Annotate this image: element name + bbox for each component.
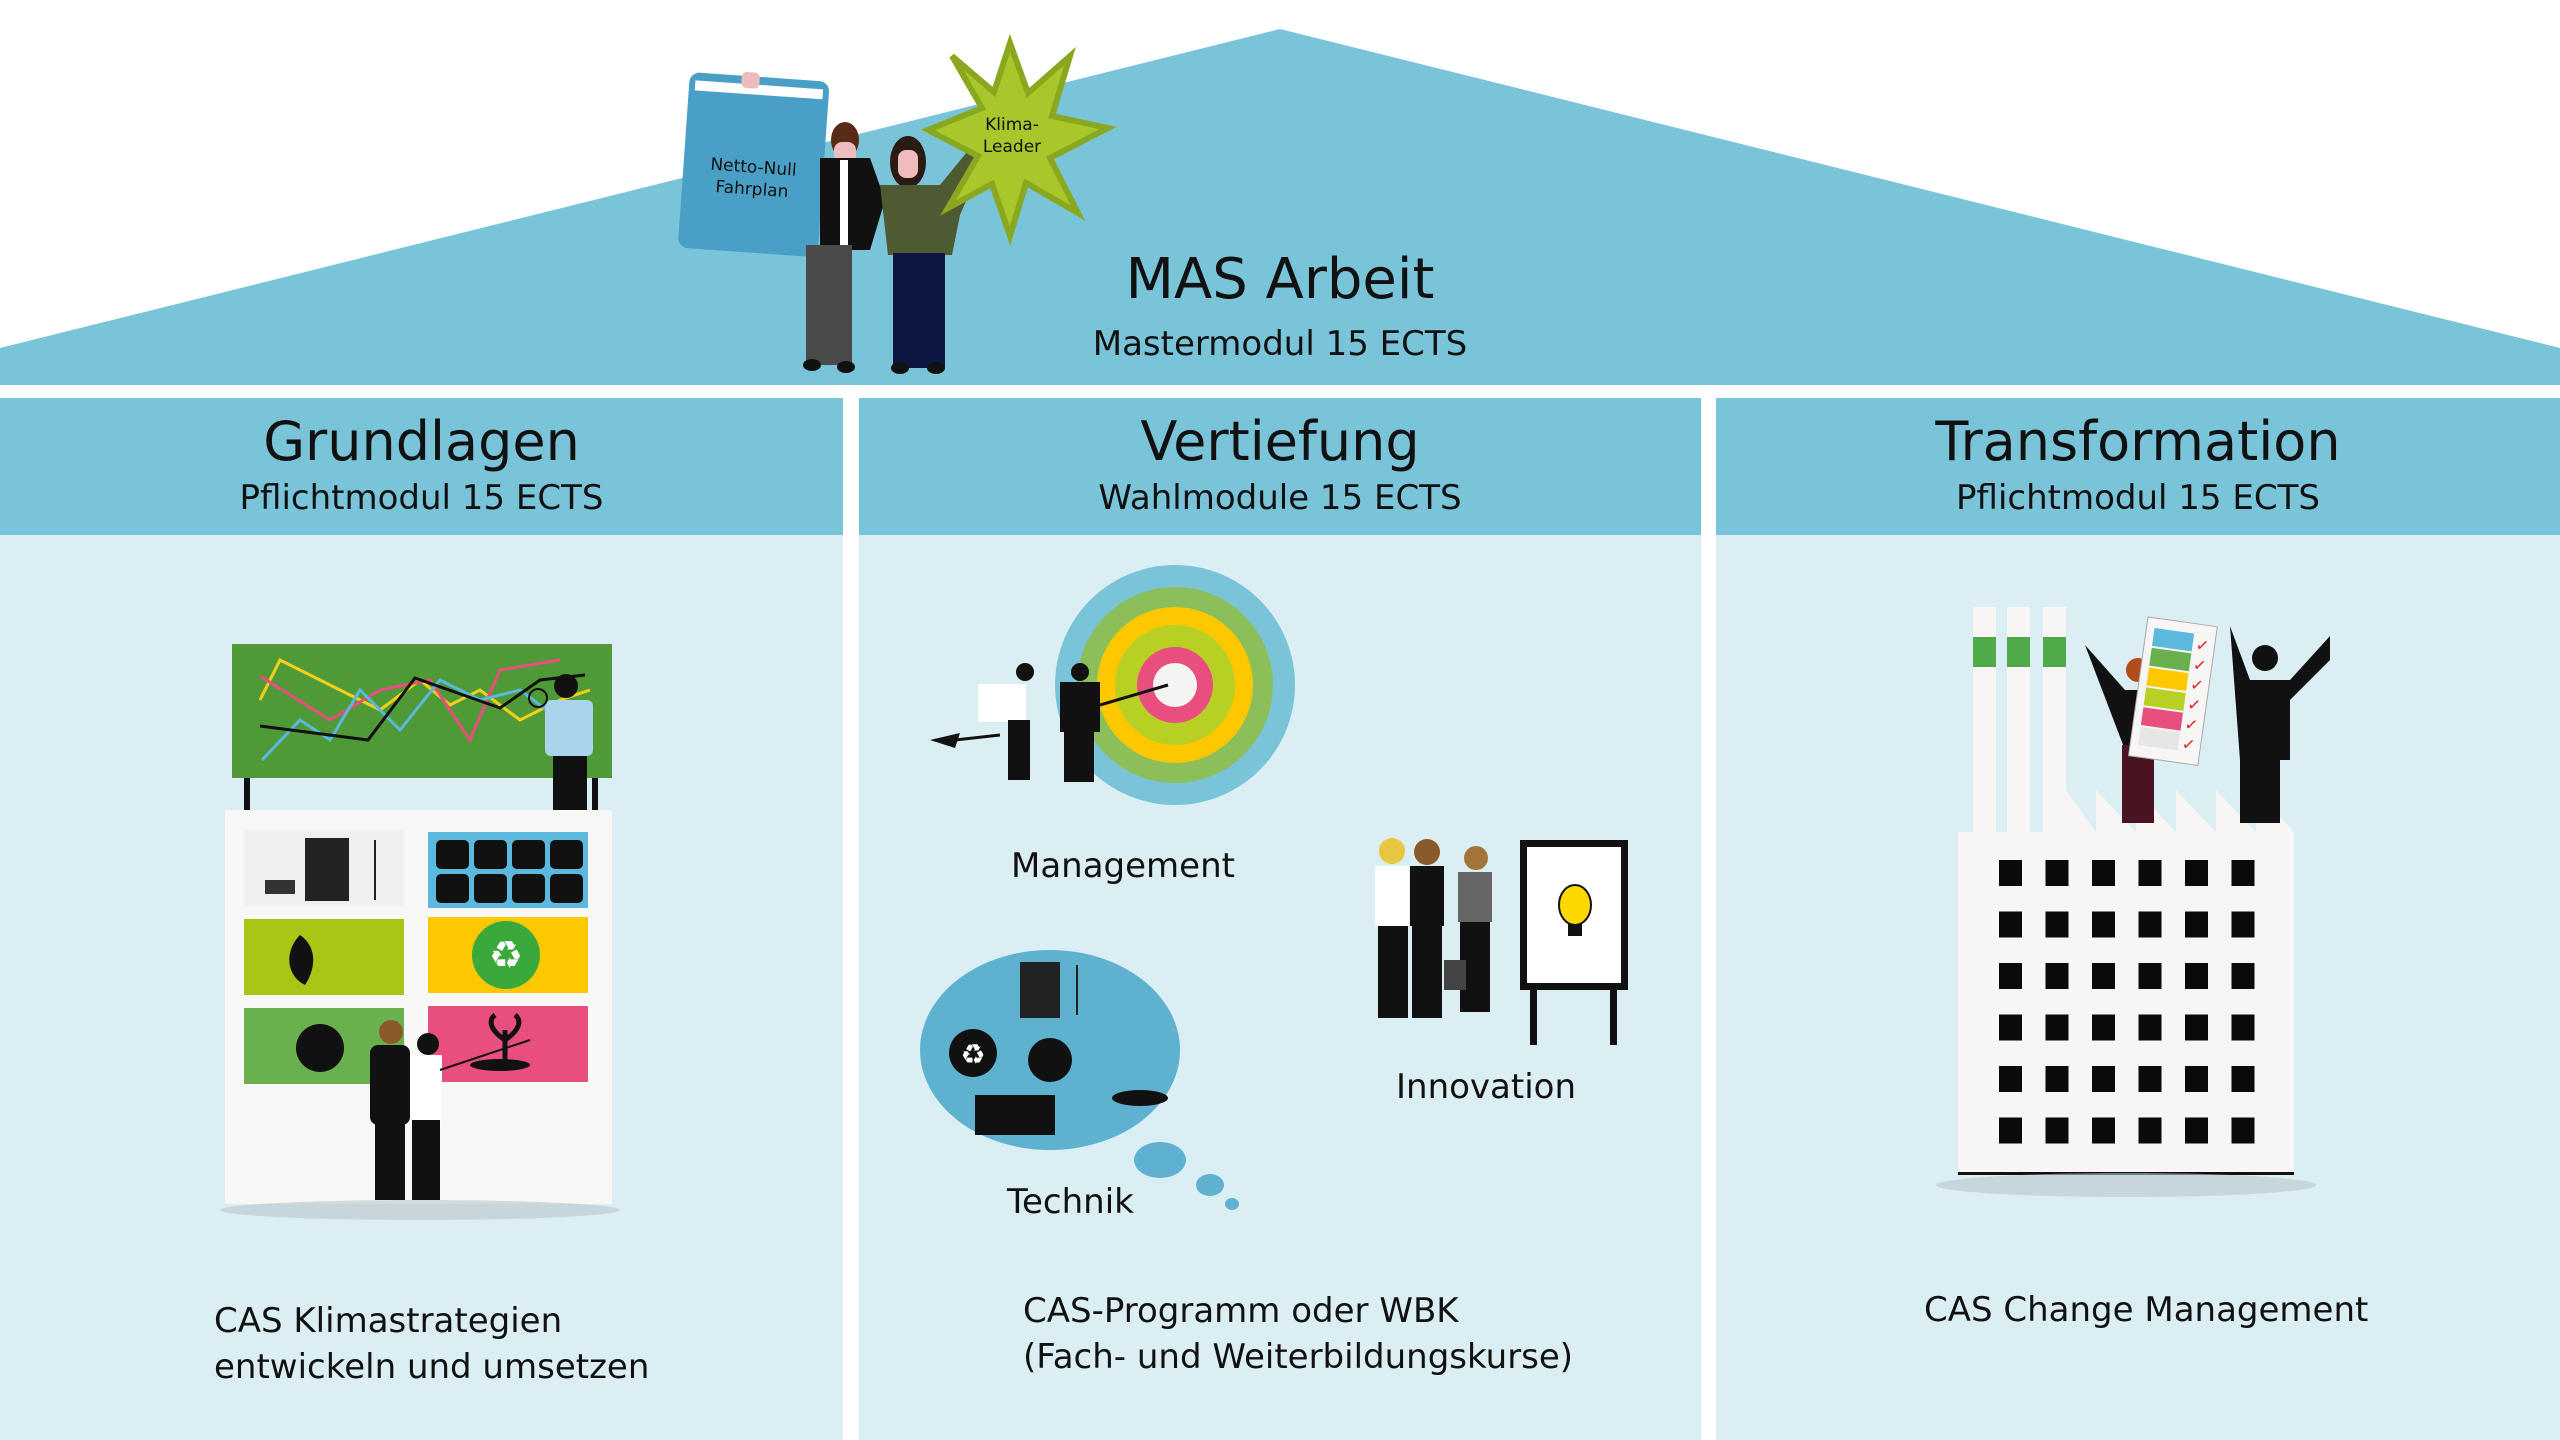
netto-null-fahrplan-book: Netto-Null Fahrplan xyxy=(678,71,829,257)
badge-label-line1: Klima- xyxy=(985,115,1039,135)
factory-window xyxy=(2092,1014,2115,1041)
dart-throwers-people-icon xyxy=(930,663,1169,782)
factory-window xyxy=(1999,911,2022,938)
factory-window xyxy=(2045,1066,2069,1092)
factory-window xyxy=(2138,1117,2162,1144)
factory-window xyxy=(2138,911,2162,938)
target-icon xyxy=(1055,565,1295,805)
factory-window xyxy=(2045,963,2069,989)
column-title: Vertiefung xyxy=(1140,410,1420,473)
roof-mas-arbeit: Netto-Null Fahrplan Klima- Leader xyxy=(0,29,2560,385)
factory-window xyxy=(1999,860,2022,886)
klima-leader-star-badge: Klima- Leader xyxy=(920,33,1117,246)
column-header: Transformation Pflichtmodul 15 ECTS xyxy=(1716,398,2560,535)
vertiefung-illustration: ♻ xyxy=(920,565,1628,1210)
factory-window xyxy=(2138,963,2162,989)
svg-text:✓: ✓ xyxy=(2195,635,2211,656)
svg-text:♻: ♻ xyxy=(960,1038,985,1071)
thought-bubble-technik: ♻ xyxy=(920,950,1239,1210)
factory-window xyxy=(2185,1014,2208,1041)
column-subtitle: Pflichtmodul 15 ECTS xyxy=(1956,478,2320,518)
factory-window xyxy=(2231,963,2255,989)
factory-window xyxy=(2185,911,2208,938)
checklist-icon: ✓ ✓ ✓ ✓ ✓ ✓ xyxy=(2127,616,2218,766)
factory-window xyxy=(2231,1117,2255,1144)
factory-window xyxy=(2138,1066,2162,1092)
factory-window xyxy=(2231,911,2255,938)
presenter-people-icon xyxy=(370,1020,531,1200)
factory-window xyxy=(2185,1066,2208,1092)
factory-window xyxy=(2045,1117,2069,1144)
column-subtitle: Pflichtmodul 15 ECTS xyxy=(239,478,604,518)
label-innovation: Innovation xyxy=(1396,1067,1577,1107)
factory-window xyxy=(2045,911,2069,938)
factory-window xyxy=(2138,860,2162,886)
factory-window xyxy=(2045,860,2069,886)
factory-window xyxy=(2045,1014,2069,1041)
factory-window xyxy=(2185,1117,2208,1144)
column-title: Transformation xyxy=(1935,410,2341,473)
svg-text:✓: ✓ xyxy=(2181,734,2197,755)
svg-text:✓: ✓ xyxy=(2189,675,2205,696)
innovation-people-icon xyxy=(1375,838,1492,1018)
factory-window xyxy=(2185,860,2208,886)
svg-text:✓: ✓ xyxy=(2183,714,2199,735)
svg-text:✓: ✓ xyxy=(2186,694,2202,715)
factory-window xyxy=(1999,963,2022,989)
svg-text:✓: ✓ xyxy=(2192,655,2208,676)
factory-window xyxy=(2231,860,2255,886)
column-description-line1: CAS Klimastrategien xyxy=(214,1301,563,1341)
column-transformation: Transformation Pflichtmodul 15 ECTS xyxy=(1716,398,2560,1440)
column-subtitle: Wahlmodule 15 ECTS xyxy=(1098,478,1462,518)
label-technik: Technik xyxy=(1007,1182,1134,1222)
factory-window xyxy=(1999,1066,2022,1092)
factory-window xyxy=(1999,1117,2022,1144)
factory-window xyxy=(2231,1066,2255,1092)
column-vertiefung: Vertiefung Wahlmodule 15 ECTS xyxy=(859,398,1701,1440)
badge-label-line2: Leader xyxy=(983,137,1041,157)
column-grundlagen: Grundlagen Pflichtmodul 15 ECTS ♻ xyxy=(0,398,843,1440)
lightbulb-flipchart-icon xyxy=(1520,840,1628,1045)
factory-window xyxy=(2092,860,2115,886)
transformation-illustration: ✓ ✓ ✓ ✓ ✓ ✓ xyxy=(1936,607,2330,1197)
label-management: Management xyxy=(1011,846,1235,886)
person-woman-icon xyxy=(880,130,995,374)
factory-window xyxy=(2092,1066,2115,1092)
svg-text:♻: ♻ xyxy=(489,933,523,977)
roof-title: MAS Arbeit xyxy=(1125,247,1435,312)
person-man-icon xyxy=(803,122,885,373)
factory-window xyxy=(2231,1014,2255,1041)
column-header: Grundlagen Pflichtmodul 15 ECTS xyxy=(0,398,843,535)
factory-window xyxy=(2092,911,2115,938)
factory-window xyxy=(2138,1014,2162,1041)
analyst-person-icon xyxy=(528,674,593,812)
column-description-line1: CAS-Programm oder WBK xyxy=(1023,1291,1459,1331)
column-title: Grundlagen xyxy=(263,410,580,473)
column-header: Vertiefung Wahlmodule 15 ECTS xyxy=(859,398,1701,535)
column-description-line1: CAS Change Management xyxy=(1924,1290,2369,1330)
factory-window xyxy=(2092,963,2115,989)
factory-window xyxy=(2185,963,2208,989)
column-description-line2: (Fach- und Weiterbildungskurse) xyxy=(1023,1337,1574,1377)
roof-subtitle: Mastermodul 15 ECTS xyxy=(1092,324,1468,364)
celebrating-people-icon: ✓ ✓ ✓ ✓ ✓ ✓ xyxy=(2085,616,2330,823)
column-description-line2: entwickeln und umsetzen xyxy=(214,1347,650,1387)
factory-window xyxy=(1999,1014,2022,1041)
factory-window xyxy=(2092,1117,2115,1144)
tile-green-energy xyxy=(244,919,404,995)
roof-shape xyxy=(0,29,2560,385)
grundlagen-illustration: ♻ xyxy=(220,644,620,1220)
